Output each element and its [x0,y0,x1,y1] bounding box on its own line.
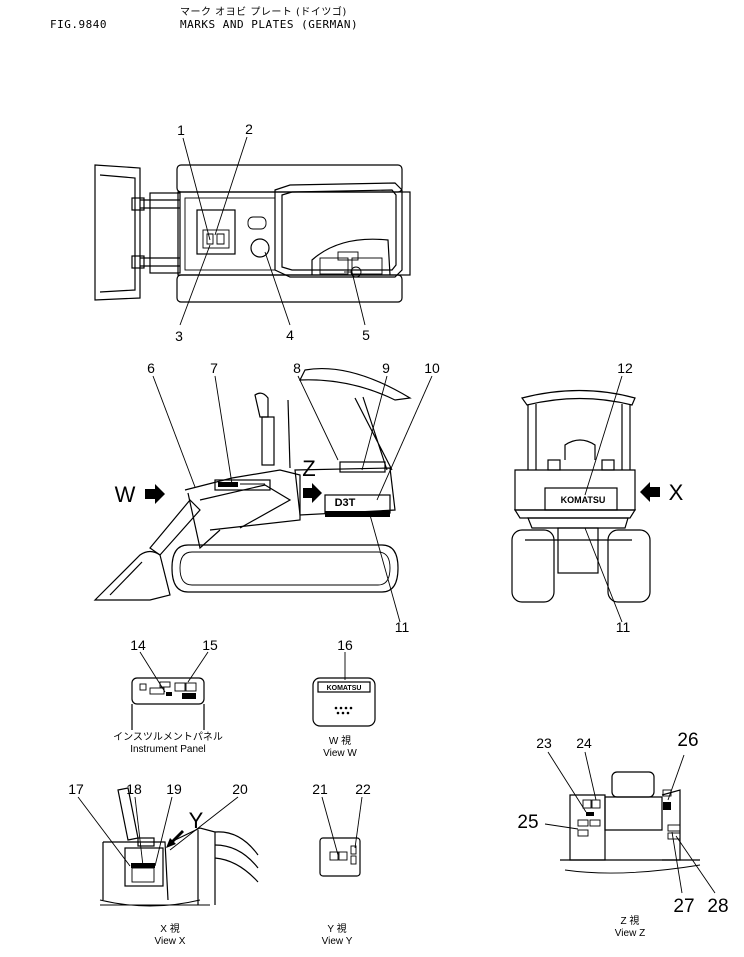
figure-number: FIG.9840 [50,18,107,31]
callout-2: 2 [245,121,253,137]
callout-1: 1 [177,122,185,138]
callout-12: 12 [617,360,633,376]
view-x-arrow: X [640,480,684,505]
model-decal: D3T [335,497,356,509]
callout-19: 19 [166,781,182,797]
view-x-leaders [77,796,239,867]
callout-14: 14 [130,637,146,653]
callout-27: 27 [673,896,694,917]
callout-25: 25 [517,812,538,833]
callout-26: 26 [677,730,698,751]
view-w-caption-en: View W [323,748,357,759]
side-view-drawing [93,367,412,601]
side-view-leaders [152,375,433,623]
callout-3: 3 [175,328,183,344]
captions: インスツルメントパネル Instrument Panel W 視 View W … [113,731,645,947]
callout-24: 24 [576,735,592,751]
svg-text:W: W [115,482,136,507]
callout-10: 10 [424,360,440,376]
rear-brand-decal: KOMATSU [561,495,606,505]
view-z-leaders [544,751,716,894]
callout-20: 20 [232,781,248,797]
instrument-panel-leaders [139,651,209,693]
callout-28: 28 [707,896,728,917]
instrument-caption-jp: インスツルメントパネル [113,731,223,743]
callout-7: 7 [210,360,218,376]
callout-15: 15 [202,637,218,653]
view-y-leaders [321,796,363,856]
plate-brand-text: KOMATSU [327,685,362,692]
callout-4: 4 [286,327,294,343]
callout-6: 6 [147,360,155,376]
view-w-arrow: W [115,482,165,507]
view-y-caption-jp: Y 視 [327,922,346,935]
svg-text:Z: Z [302,456,315,481]
rear-view-leaders [584,375,623,623]
view-y-drawing [319,837,361,877]
callout-23: 23 [536,735,552,751]
callout-16: 16 [337,637,353,653]
callout-9: 9 [382,360,390,376]
callout-5: 5 [362,327,370,343]
callout-11-rear: 11 [616,619,631,635]
view-x-caption-jp: X 視 [160,922,179,935]
title-japanese: マーク オヨビ プレート (ドイツゴ) [180,7,347,18]
instrument-caption-en: Instrument Panel [130,744,206,755]
view-z-drawing [560,771,701,874]
rear-view-drawing [511,389,651,603]
view-z-caption-jp: Z 視 [621,914,640,927]
top-view-drawing [94,164,411,303]
callout-8: 8 [293,360,301,376]
top-view-leaders [179,136,366,326]
callout-21: 21 [312,781,328,797]
svg-text:X: X [669,480,684,505]
view-w-drawing [312,677,376,727]
callout-11-side: 11 [395,619,410,635]
callout-18: 18 [126,781,142,797]
view-z-caption-en: View Z [615,928,645,939]
title-english: MARKS AND PLATES (GERMAN) [180,18,359,31]
view-z-arrow: Z [302,456,322,503]
view-w-caption-jp: W 視 [329,734,351,747]
callout-numbers: 1 2 3 4 5 6 7 8 9 10 11 11 12 14 15 16 1… [68,121,728,917]
instrument-panel-drawing [131,677,205,730]
view-x-drawing [99,787,259,907]
view-x-caption-en: View X [155,936,186,947]
view-y-caption-en: View Y [322,936,353,947]
callout-17: 17 [68,781,84,797]
callout-22: 22 [355,781,371,797]
